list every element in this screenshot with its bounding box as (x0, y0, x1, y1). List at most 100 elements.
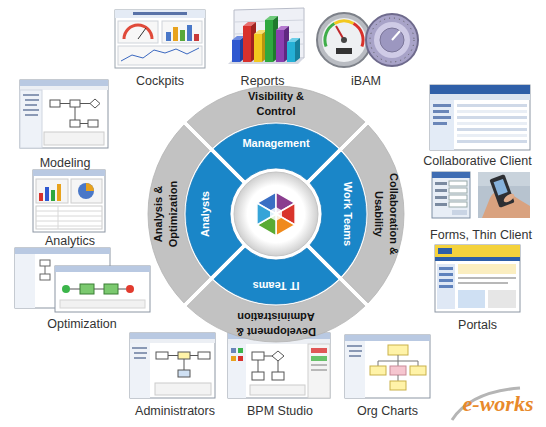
center-logo (270, 207, 282, 221)
portal-thumbnail (439, 273, 453, 276)
portal-thumbnail (458, 282, 508, 284)
cockpit-thumbnail (118, 21, 158, 43)
studio-thumbnail (228, 333, 330, 398)
modeling-thumbnail (90, 99, 100, 108)
analytics-thumbnail (78, 183, 94, 199)
admin-thumbnail (134, 352, 147, 354)
form-thumbnail (452, 210, 467, 215)
component-label: Collaborative Client (423, 154, 531, 168)
studio-thumbnail (278, 361, 279, 372)
modeling-thumbnail (25, 99, 39, 101)
gauge-thumbnail (370, 18, 414, 62)
client-thumbnail (433, 104, 451, 107)
admin-thumbnail (190, 355, 198, 356)
portal-thumbnail (488, 290, 516, 308)
form-thumbnail (435, 182, 447, 185)
studio-thumbnail (272, 372, 284, 380)
segment-label: Collaboration & Usability (371, 159, 401, 269)
studio-thumbnail (311, 364, 327, 366)
admin-thumbnail (134, 357, 146, 359)
org-chart-thumbnail (345, 341, 365, 398)
modeling-thumbnail (80, 103, 90, 104)
component-label: iBAM (351, 74, 381, 88)
center-logo (234, 172, 318, 256)
cockpit-thumbnail (115, 10, 205, 68)
cockpit-thumbnail (187, 25, 192, 41)
analytics-thumbnail (36, 206, 102, 229)
phone-photo-thumbnail (502, 192, 515, 204)
report-chart-thumbnail (295, 38, 300, 62)
segment-label: Development & Administration (216, 309, 336, 339)
form-thumbnail (432, 172, 470, 218)
modeling-thumbnail (88, 120, 98, 127)
portal-thumbnail (458, 264, 516, 274)
segment-label: Work Teams (340, 169, 355, 259)
portal-thumbnail (435, 245, 520, 257)
cockpit-thumbnail (118, 46, 202, 65)
form-thumbnail (449, 195, 467, 200)
org-chart-thumbnail (345, 335, 430, 398)
studio-thumbnail (238, 356, 243, 361)
component-thumbnail: Modeling (15, 78, 115, 170)
studio-thumbnail (308, 344, 330, 398)
analytics-thumbnail (71, 179, 102, 203)
modeling-thumbnail (20, 80, 108, 148)
cockpit-thumbnail (115, 10, 205, 18)
optimization-thumbnail (80, 284, 94, 294)
client-thumbnail (457, 134, 527, 137)
org-chart-thumbnail (410, 366, 426, 375)
component-label: BPM Studio (247, 404, 313, 418)
report-chart-thumbnail (276, 30, 284, 62)
phone-photo-thumbnail (494, 179, 508, 196)
org-chart-thumbnail (345, 335, 430, 398)
segment-shape (343, 125, 404, 303)
wheel-segment: Development & Administration (184, 278, 368, 343)
admin-thumbnail (130, 343, 150, 398)
admin-thumbnail (178, 370, 190, 377)
optimization-thumbnail (104, 284, 118, 294)
optimization-thumbnail (40, 274, 50, 280)
studio-thumbnail (252, 372, 264, 380)
modeling-thumbnail (75, 107, 76, 120)
component-label: Portals (458, 318, 497, 332)
org-chart-thumbnail (349, 355, 361, 357)
analytics-thumbnail (51, 190, 55, 201)
studio-thumbnail (311, 356, 327, 361)
modeling-thumbnail (20, 80, 108, 86)
segment-label: Analysts (198, 169, 213, 259)
segment-shape (186, 152, 242, 276)
gauge-thumbnail (354, 24, 364, 47)
client-thumbnail (430, 94, 530, 100)
gauge-thumbnail (380, 28, 404, 52)
modeling-thumbnail (23, 94, 39, 96)
client-thumbnail (457, 116, 527, 119)
component-thumbnail: iBAM (316, 10, 416, 88)
analytics-thumbnail (36, 179, 68, 203)
cockpit-thumbnail (115, 10, 205, 68)
component-label: Forms, Thin Client (430, 228, 532, 242)
modeling-thumbnail (70, 100, 80, 107)
optimization-thumbnail (94, 289, 104, 290)
modeling-thumbnail (70, 120, 80, 127)
optimization-thumbnail (126, 285, 134, 293)
cockpit-thumbnail (162, 21, 202, 43)
optimization-thumbnail (15, 248, 150, 312)
org-chart-thumbnail (418, 361, 419, 366)
analytics-thumbnail (45, 187, 49, 201)
studio-thumbnail (228, 333, 330, 398)
segment-shape (214, 124, 338, 180)
org-chart-thumbnail (398, 375, 399, 381)
org-chart-thumbnail (390, 381, 406, 390)
form-thumbnail (432, 172, 470, 178)
org-chart-thumbnail (378, 361, 379, 366)
admin-thumbnail (130, 339, 215, 343)
modeling-thumbnail (25, 104, 37, 106)
modeling-thumbnail (20, 80, 108, 148)
modeling-thumbnail (23, 109, 39, 111)
phone-photo-thumbnail (489, 174, 514, 208)
form-thumbnail (432, 172, 470, 218)
optimization-thumbnail (45, 266, 46, 274)
optimization-thumbnail (62, 285, 70, 293)
